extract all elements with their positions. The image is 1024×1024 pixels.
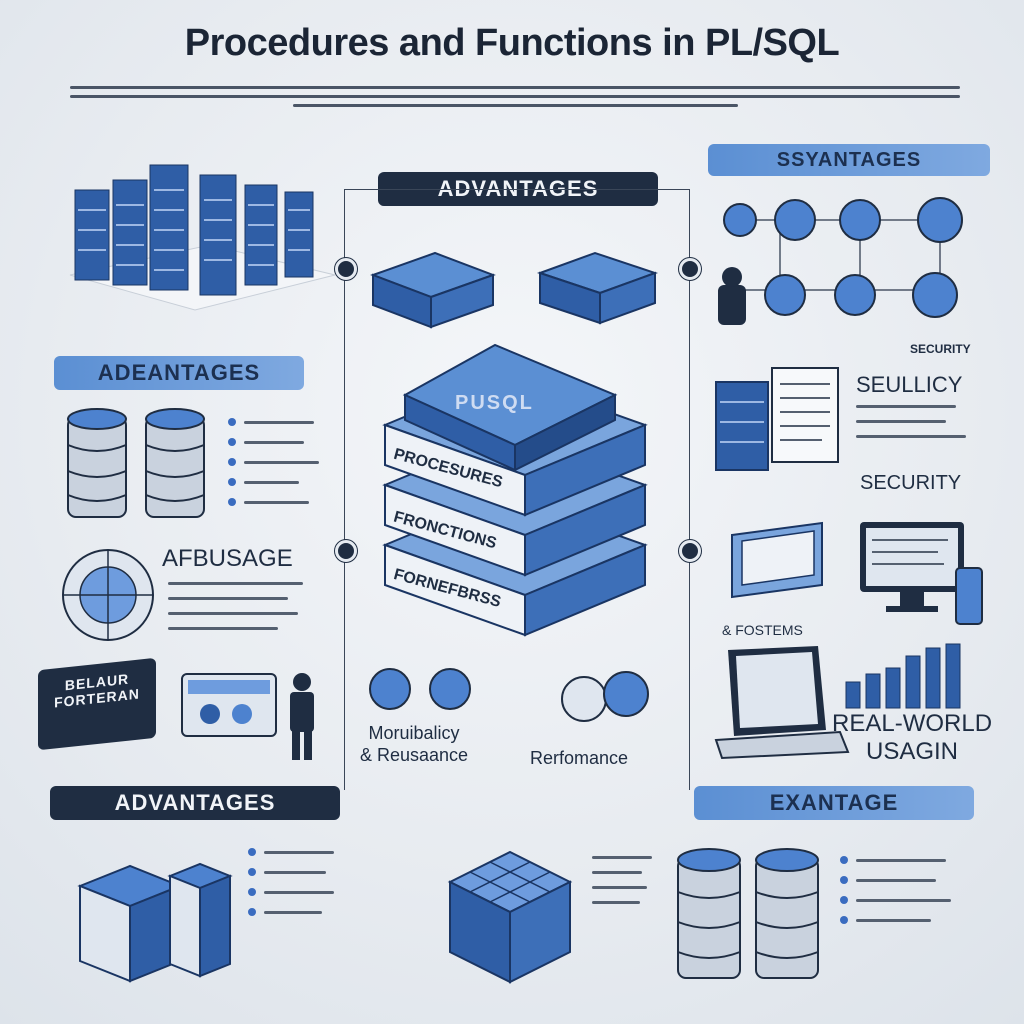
performance-icons <box>561 671 649 722</box>
frame-node-4 <box>679 540 701 562</box>
radar-icon <box>62 549 154 641</box>
plsql-stack-illustration <box>370 251 659 637</box>
advantages-left-badge: ADEANTAGES <box>54 356 304 390</box>
frame-node-1 <box>335 258 357 280</box>
afbusage-label: AFBUSAGE <box>162 545 293 572</box>
server-document-icon <box>715 367 839 471</box>
list-item <box>856 420 976 423</box>
afbusage-text-lines <box>168 582 308 642</box>
list-item <box>592 886 672 889</box>
stacked-blocks-icon <box>77 862 233 983</box>
exantage-badge: EXANTAGE <box>694 786 974 820</box>
list-item <box>856 405 976 408</box>
advantages-topright-badge: SSYANTAGES <box>708 144 990 176</box>
realworld-label: REAL-WORLD USAGIN <box>832 710 992 766</box>
database-pair-icon <box>677 848 819 979</box>
bottom-left-bullet-list <box>248 848 338 928</box>
realworld-line-1: REAL-WORLD <box>832 710 993 737</box>
realworld-line-2: USAGIN <box>866 738 959 765</box>
modularity-line-2: & Reusaance <box>360 745 469 765</box>
modularity-line-1: Moruibalicy <box>368 723 460 743</box>
page-title: Procedures and Functions in PL/SQL <box>184 22 840 64</box>
screen-dashboard-icon <box>181 673 277 737</box>
card-stack-icon <box>731 521 823 599</box>
list-item <box>592 901 672 904</box>
stack-top-label: PUSQL <box>455 392 534 414</box>
monitor-icon <box>860 522 983 625</box>
list-item <box>248 888 338 896</box>
list-item <box>592 871 672 874</box>
list-item <box>168 612 308 615</box>
center-frame <box>344 189 690 790</box>
list-item <box>856 435 976 438</box>
list-item <box>228 418 328 426</box>
list-item <box>168 627 308 630</box>
database-cylinders-icon <box>67 408 205 518</box>
person-icon <box>290 673 314 760</box>
server-cluster-icon <box>69 164 336 311</box>
list-item <box>168 582 308 585</box>
laptop-chart-icon <box>714 643 961 760</box>
bottom-center-bullet-list <box>592 856 672 916</box>
frame-node-3 <box>335 540 357 562</box>
list-item <box>840 896 960 904</box>
list-item <box>228 498 328 506</box>
list-item <box>840 916 960 924</box>
seullicy-label: SEULLICY <box>856 372 963 397</box>
list-item <box>168 597 308 600</box>
billboard-sign: BELAUR FORTERAN <box>38 657 156 751</box>
intro-paragraph <box>70 80 960 113</box>
security-label-mid: SECURITY <box>860 472 962 494</box>
cube-grid-icon <box>447 850 573 984</box>
list-item <box>228 458 328 466</box>
advantages-bottom-badge: ADVANTAGES <box>50 786 340 820</box>
left-bullet-list <box>228 418 328 518</box>
frame-node-2 <box>679 258 701 280</box>
list-item <box>248 868 338 876</box>
list-item <box>248 848 338 856</box>
list-item <box>840 856 960 864</box>
icon-network <box>718 197 963 325</box>
list-item <box>228 478 328 486</box>
right-mini-list <box>856 405 976 450</box>
modularity-icons <box>369 668 471 710</box>
list-item <box>248 908 338 916</box>
list-item <box>592 856 672 859</box>
fosstems-label: & FOSTEMS <box>722 622 803 638</box>
list-item <box>228 438 328 446</box>
list-item <box>840 876 960 884</box>
modularity-label: Moruibalicy & Reusaance <box>360 722 468 766</box>
security-label-top: SECURITY <box>910 342 971 356</box>
bottom-right-bullet-list <box>840 856 960 936</box>
performance-label: Rerfomance <box>530 748 629 768</box>
